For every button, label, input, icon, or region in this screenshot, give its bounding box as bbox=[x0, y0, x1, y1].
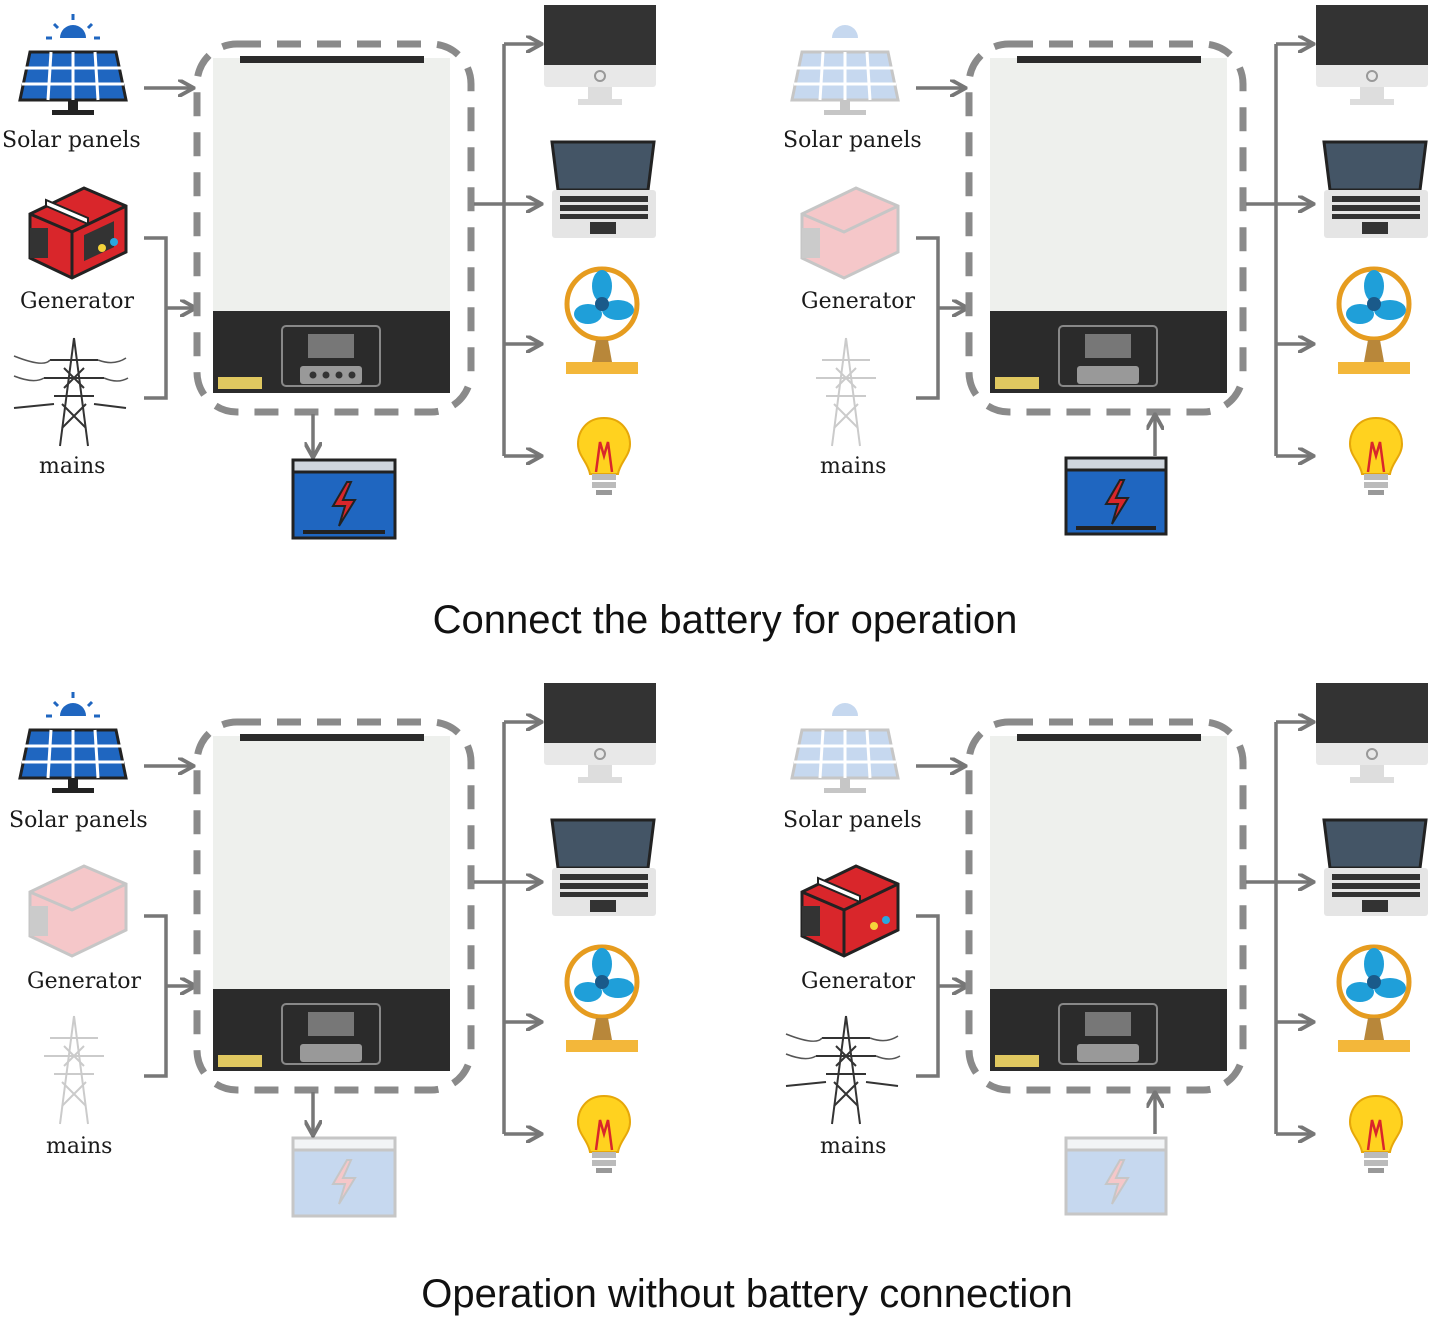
mains-label: mains bbox=[820, 1134, 887, 1159]
diagram-canvas bbox=[790, 5, 1428, 536]
monitor-icon bbox=[544, 5, 656, 105]
generator-icon bbox=[800, 186, 900, 280]
power-tower-icon bbox=[785, 1015, 901, 1125]
panel-bottom-right: Solar panels Generator mains bbox=[772, 678, 1434, 1238]
power-tower-icon bbox=[44, 1015, 104, 1125]
generator-icon bbox=[28, 186, 128, 280]
battery-icon bbox=[1064, 456, 1168, 536]
solar-panel-icon bbox=[18, 692, 128, 793]
inverter-frame bbox=[965, 40, 1247, 416]
solar-label: Solar panels bbox=[783, 808, 922, 833]
monitor-icon bbox=[1316, 5, 1428, 105]
generator-label: Generator bbox=[20, 289, 135, 314]
panel-bottom-left: Solar panels Generator mains bbox=[0, 678, 700, 1238]
solar-label: Solar panels bbox=[9, 808, 148, 833]
diagram-canvas bbox=[785, 683, 1428, 1216]
light-bulb-icon bbox=[576, 1094, 632, 1173]
inverter-icon bbox=[990, 56, 1227, 393]
laptop-icon bbox=[550, 140, 656, 238]
panel-top-right: Solar panels Generator mains bbox=[772, 0, 1434, 560]
solar-label: Solar panels bbox=[783, 128, 922, 153]
laptop-icon bbox=[1322, 818, 1428, 916]
fan-icon bbox=[564, 944, 640, 1052]
panel-top-left: Solar panels Generator mains bbox=[0, 0, 700, 560]
generator-icon bbox=[28, 864, 128, 958]
inverter-icon bbox=[213, 734, 450, 1071]
generator-label: Generator bbox=[27, 969, 142, 994]
solar-panel-icon bbox=[790, 25, 900, 115]
solar-label: Solar panels bbox=[2, 128, 141, 153]
fan-icon bbox=[564, 266, 640, 374]
power-tower-icon bbox=[816, 337, 876, 447]
caption-without-battery: Operation without battery connection bbox=[421, 1272, 1073, 1316]
inverter-icon bbox=[213, 56, 450, 393]
inverter-icon bbox=[990, 734, 1227, 1071]
generator-icon bbox=[800, 864, 900, 958]
power-tower-icon bbox=[13, 337, 129, 447]
mains-label: mains bbox=[39, 454, 106, 479]
inverter-frame bbox=[965, 718, 1247, 1094]
mains-label: mains bbox=[820, 454, 887, 479]
light-bulb-icon bbox=[576, 416, 632, 495]
mains-label: mains bbox=[46, 1134, 113, 1159]
light-bulb-icon bbox=[1348, 416, 1404, 495]
caption-with-battery: Connect the battery for operation bbox=[432, 598, 1018, 642]
battery-icon bbox=[1064, 1136, 1168, 1216]
fan-icon bbox=[1336, 266, 1412, 374]
inverter-frame bbox=[193, 40, 475, 416]
diagram-canvas bbox=[18, 683, 656, 1218]
solar-panel-icon bbox=[790, 703, 900, 793]
laptop-icon bbox=[1322, 140, 1428, 238]
fan-icon bbox=[1336, 944, 1412, 1052]
solar-panel-icon bbox=[18, 14, 128, 115]
battery-icon bbox=[291, 458, 397, 540]
monitor-icon bbox=[544, 683, 656, 783]
inverter-frame bbox=[193, 718, 475, 1094]
light-bulb-icon bbox=[1348, 1094, 1404, 1173]
generator-label: Generator bbox=[801, 289, 916, 314]
battery-icon bbox=[291, 1136, 397, 1218]
laptop-icon bbox=[550, 818, 656, 916]
generator-label: Generator bbox=[801, 969, 916, 994]
diagram-canvas bbox=[13, 5, 656, 540]
monitor-icon bbox=[1316, 683, 1428, 783]
